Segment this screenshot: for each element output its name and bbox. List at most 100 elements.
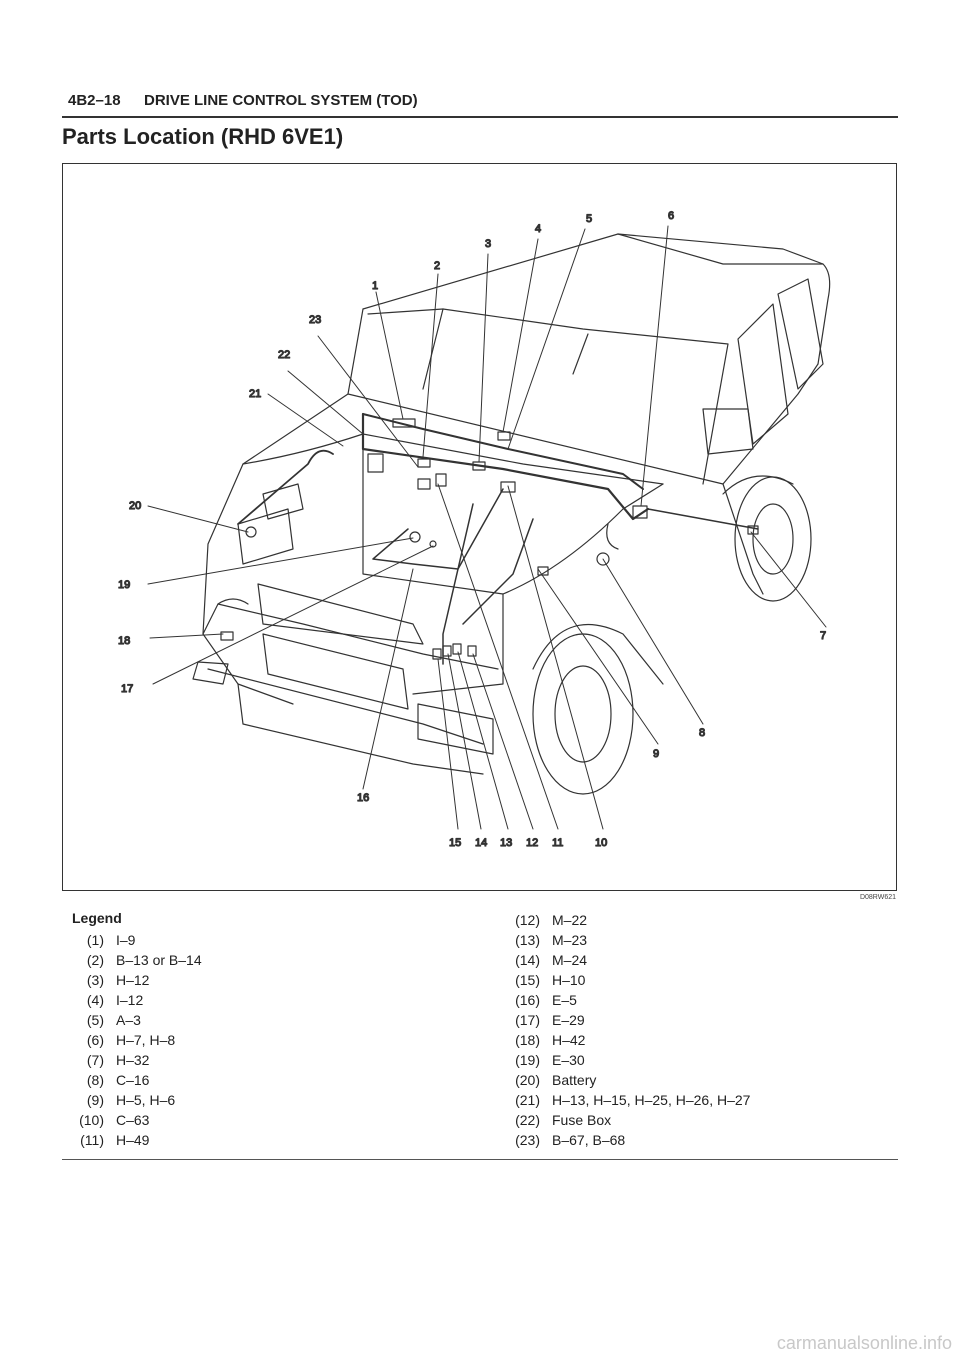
callout-17: 17 xyxy=(121,683,133,695)
legend-right-column: (12) M–22 (13) M–23 (14) M–24 (15) H–10 (16)… xyxy=(498,910,750,1150)
legend-item-value: H–12 xyxy=(116,972,150,988)
legend-item: (3) H–12 xyxy=(62,970,202,990)
legend-item-value: B–13 or B–14 xyxy=(116,952,202,968)
callout-9: 9 xyxy=(653,748,659,760)
legend-item: (8) C–16 xyxy=(62,1070,202,1090)
legend-item-value: E–30 xyxy=(552,1052,585,1068)
legend-item: (19) E–30 xyxy=(498,1050,750,1070)
legend-item-number: (5) xyxy=(86,1012,104,1028)
callout-14: 14 xyxy=(475,837,487,849)
legend-item: (12) M–22 xyxy=(498,910,750,930)
legend-item-value: I–9 xyxy=(116,932,136,948)
legend-item: (17) E–29 xyxy=(498,1010,750,1030)
page-header: 4B2–18 DRIVE LINE CONTROL SYSTEM (TOD) xyxy=(62,92,898,118)
legend-item: (15) H–10 xyxy=(498,970,750,990)
legend-item-value: E–5 xyxy=(552,992,577,1008)
legend-item: (22) Fuse Box xyxy=(498,1110,750,1130)
legend-item-number: (23) xyxy=(515,1132,540,1148)
legend-item-value: A–3 xyxy=(116,1012,141,1028)
legend-item-value: C–63 xyxy=(116,1112,150,1128)
bottom-divider xyxy=(62,1159,898,1160)
legend-item-number: (9) xyxy=(86,1092,104,1108)
header-divider xyxy=(62,116,898,118)
legend-item-number: (22) xyxy=(515,1112,540,1128)
legend-item: (13) M–23 xyxy=(498,930,750,950)
legend-title: Legend xyxy=(72,910,122,926)
legend-item: (5) A–3 xyxy=(62,1010,202,1030)
legend-item-number: (15) xyxy=(515,972,540,988)
callout-22: 22 xyxy=(278,349,290,361)
legend-item-number: (8) xyxy=(86,1072,104,1088)
legend-left-column: (1) I–9 (2) B–13 or B–14 (3) H–12 (4) I–12 (… xyxy=(62,930,202,1150)
callout-7: 7 xyxy=(820,630,826,642)
legend-item-number: (20) xyxy=(515,1072,540,1088)
legend-item-value: C–16 xyxy=(116,1072,150,1088)
legend-item-value: H–49 xyxy=(116,1132,150,1148)
legend-item-value: M–23 xyxy=(552,932,588,948)
callout-11: 11 xyxy=(552,837,563,849)
legend-item: (23) B–67, B–68 xyxy=(498,1130,750,1150)
legend-item: (18) H–42 xyxy=(498,1030,750,1050)
vehicle-diagram: 1 2 3 4 5 6 7 8 9 10 11 12 13 14 15 16 1… xyxy=(117,209,831,850)
legend-item-value: B–67, B–68 xyxy=(552,1132,626,1148)
section-title: DRIVE LINE CONTROL SYSTEM (TOD) xyxy=(144,92,418,109)
legend-item: (9) H–5, H–6 xyxy=(62,1090,202,1110)
callout-13: 13 xyxy=(500,837,512,849)
page-number: 4B2–18 xyxy=(68,92,121,109)
callout-3: 3 xyxy=(485,238,491,250)
legend-item-value: Battery xyxy=(552,1072,597,1088)
legend-item-number: (14) xyxy=(515,952,540,968)
legend-item: (2) B–13 or B–14 xyxy=(62,950,202,970)
legend-item-value: E–29 xyxy=(552,1012,585,1028)
legend-item-number: (17) xyxy=(515,1012,540,1028)
callout-2: 2 xyxy=(434,260,440,272)
legend-item: (4) I–12 xyxy=(62,990,202,1010)
legend-item: (7)H–32 xyxy=(62,1050,202,1070)
legend-item-number: (12) xyxy=(515,912,540,928)
legend-item: (10) C–63 xyxy=(62,1110,202,1130)
callout-12: 12 xyxy=(526,837,538,849)
callout-21: 21 xyxy=(249,388,261,400)
legend: Legend (1) I–9 (2) B–13 or B–14 (3) H–12 (4… xyxy=(62,910,898,1160)
legend-item: (16) E–5 xyxy=(498,990,750,1010)
legend-item-number: (16) xyxy=(515,992,540,1008)
callout-6: 6 xyxy=(668,210,674,222)
legend-item-number: (19) xyxy=(515,1052,540,1068)
legend-item-number: (10) xyxy=(79,1112,104,1128)
legend-item-value: H–13, H–15, H–25, H–26, H–27 xyxy=(552,1092,751,1108)
legend-item-number: (4) xyxy=(86,992,104,1008)
legend-item-number: (1) xyxy=(86,932,104,948)
legend-item-value: I–12 xyxy=(116,992,144,1008)
parts-location-figure: 1 2 3 4 5 6 7 8 9 10 11 12 13 14 15 16 1… xyxy=(62,163,897,891)
legend-item-value: M–22 xyxy=(552,912,588,928)
legend-item-value: H–10 xyxy=(552,972,586,988)
callout-15: 15 xyxy=(449,837,461,849)
page-title: Parts Location (RHD 6VE1) xyxy=(62,124,344,149)
legend-item-number: (18) xyxy=(515,1032,540,1048)
legend-item-number: (7) xyxy=(86,1052,104,1068)
legend-item-number: (11) xyxy=(80,1132,104,1148)
footer-watermark: carmanualsonline.info xyxy=(776,1333,952,1353)
callout-4: 4 xyxy=(535,223,541,235)
callout-5: 5 xyxy=(586,213,592,225)
legend-item: (14) M–24 xyxy=(498,950,750,970)
callout-19: 19 xyxy=(118,579,130,591)
legend-item-number: (21) xyxy=(515,1092,540,1108)
legend-item-value: H–7, H–8 xyxy=(116,1032,176,1048)
callout-1: 1 xyxy=(372,280,378,292)
legend-item-value: H–5, H–6 xyxy=(116,1092,176,1108)
callout-10: 10 xyxy=(595,837,607,849)
legend-item: (21) H–13, H–15, H–25, H–26, H–27 xyxy=(498,1090,750,1110)
legend-item-number: (13) xyxy=(515,932,540,948)
legend-item-value: H–42 xyxy=(552,1032,586,1048)
callout-23: 23 xyxy=(309,314,321,326)
legend-item: (1) I–9 xyxy=(62,930,202,950)
legend-item-value: Fuse Box xyxy=(552,1112,612,1128)
legend-item-number: (6) xyxy=(86,1032,104,1048)
legend-item: (20) Battery xyxy=(498,1070,750,1090)
callout-18: 18 xyxy=(118,635,130,647)
legend-item-number: (3) xyxy=(86,972,104,988)
legend-item-value: M–24 xyxy=(552,952,588,968)
callout-8: 8 xyxy=(699,727,705,739)
legend-item-number: (2) xyxy=(86,952,104,968)
